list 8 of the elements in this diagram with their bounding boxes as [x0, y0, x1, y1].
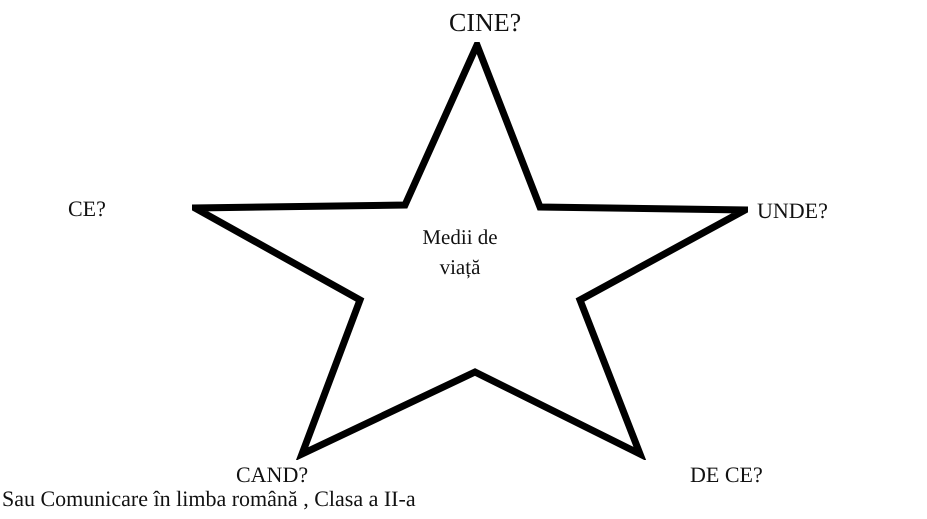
question-label: UNDE? — [757, 198, 828, 224]
question-label: DE CE? — [690, 462, 763, 488]
caption-text: Sau Comunicare în limba română , Clasa a II-a — [2, 486, 416, 512]
star-label: Medii de viață — [421, 224, 499, 282]
question-label: CE? — [68, 196, 106, 222]
question-label: CINE? — [449, 8, 522, 38]
question-label: CAND? — [236, 462, 308, 488]
star-shape — [192, 42, 748, 460]
